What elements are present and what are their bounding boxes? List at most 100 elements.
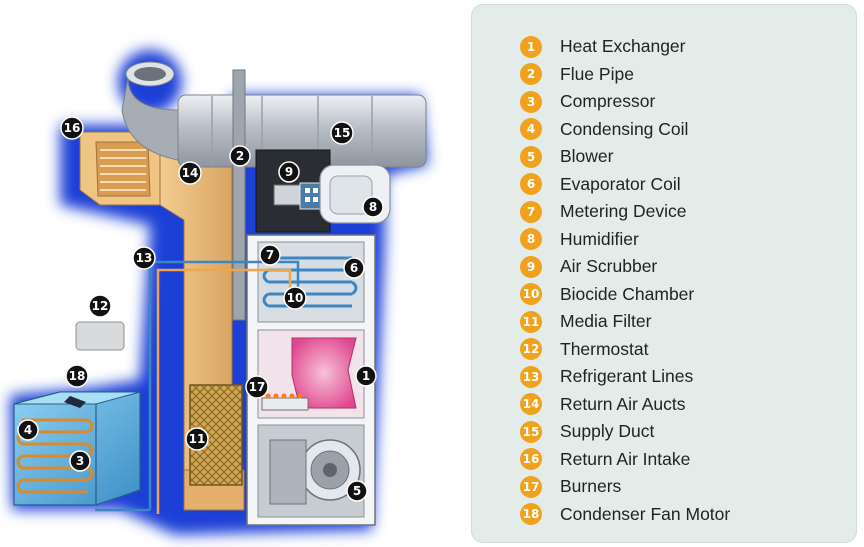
legend-label: Media Filter [560, 311, 652, 332]
legend-label: Blower [560, 146, 614, 167]
legend-number-badge: 18 [520, 503, 542, 526]
legend-number-badge: 7 [520, 200, 542, 223]
flue-pipe [232, 69, 246, 321]
legend-number-badge: 6 [520, 173, 542, 196]
callout-13: 13 [132, 246, 156, 270]
legend-label: Burners [560, 476, 622, 497]
svg-text:3: 3 [76, 454, 84, 468]
heat-exchanger [291, 337, 357, 409]
callout-9: 9 [278, 161, 300, 183]
legend-number-badge: 3 [520, 90, 542, 113]
legend-label: Return Air Aucts [560, 393, 686, 414]
svg-text:18: 18 [69, 369, 86, 383]
burners [261, 393, 309, 411]
legend-item: 10 Biocide Chamber [520, 281, 730, 309]
legend-number-badge: 11 [520, 310, 542, 333]
callout-2: 2 [229, 145, 251, 167]
legend-item: 7 Metering Device [520, 198, 730, 226]
refrigerant-lines [95, 260, 300, 514]
callout-16: 16 [60, 116, 84, 140]
legend-list: 1 Heat Exchanger 2 Flue Pipe 3 Compressor 4… [520, 33, 730, 528]
legend-item: 16 Return Air Intake [520, 446, 730, 474]
svg-text:12: 12 [92, 299, 109, 313]
svg-text:17: 17 [249, 380, 266, 394]
legend-label: Condenser Fan Motor [560, 503, 731, 524]
legend-item: 18 Condenser Fan Motor [520, 501, 730, 529]
legend-number-badge: 10 [520, 283, 542, 306]
callout-17: 17 [245, 375, 269, 399]
legend-item: 6 Evaporator Coil [520, 171, 730, 199]
callout-6: 6 [343, 257, 365, 279]
legend-item: 4 Condensing Coil [520, 116, 730, 144]
svg-text:11: 11 [189, 432, 206, 446]
legend-number-badge: 9 [520, 255, 542, 278]
legend-item: 15 Supply Duct [520, 418, 730, 446]
legend-label: Condensing Coil [560, 118, 689, 139]
legend-item: 13 Refrigerant Lines [520, 363, 730, 391]
svg-text:15: 15 [334, 126, 351, 140]
svg-text:2: 2 [236, 149, 244, 163]
legend-label: Humidifier [560, 228, 639, 249]
legend-item: 5 Blower [520, 143, 730, 171]
legend-label: Supply Duct [560, 421, 655, 442]
legend-number-badge: 15 [520, 420, 542, 443]
legend-number-badge: 2 [520, 63, 542, 86]
legend-number-badge: 17 [520, 475, 542, 498]
svg-text:6: 6 [350, 261, 358, 275]
legend-label: Thermostat [560, 338, 649, 359]
hvac-system-diagram: 1 2 3 4 5 6 7 8 9 10 11 12 13 14 15 16 1… [10, 50, 428, 535]
callout-18: 18 [65, 364, 89, 388]
callout-14: 14 [178, 161, 202, 185]
svg-text:14: 14 [182, 166, 199, 180]
svg-text:4: 4 [24, 423, 32, 437]
legend-label: Compressor [560, 91, 656, 112]
callout-4: 4 [17, 419, 39, 441]
condenser-unit [13, 391, 141, 506]
legend-number-badge: 4 [520, 118, 542, 141]
callout-7: 7 [259, 244, 281, 266]
legend-label: Return Air Intake [560, 448, 691, 469]
legend-item: 14 Return Air Aucts [520, 391, 730, 419]
callout-5: 5 [346, 480, 368, 502]
thermostat [75, 321, 125, 351]
legend-item: 1 Heat Exchanger [520, 33, 730, 61]
legend-item: 9 Air Scrubber [520, 253, 730, 281]
legend-label: Flue Pipe [560, 63, 634, 84]
svg-text:7: 7 [266, 248, 274, 262]
legend-label: Air Scrubber [560, 256, 658, 277]
legend-label: Refrigerant Lines [560, 366, 694, 387]
svg-text:1: 1 [362, 369, 370, 383]
legend-label: Biocide Chamber [560, 283, 695, 304]
legend-label: Metering Device [560, 201, 687, 222]
callout-3: 3 [69, 450, 91, 472]
svg-text:5: 5 [353, 484, 361, 498]
legend-label: Heat Exchanger [560, 36, 686, 57]
legend-item: 17 Burners [520, 473, 730, 501]
legend-number-badge: 1 [520, 35, 542, 58]
callout-10: 10 [283, 286, 307, 310]
legend-item: 8 Humidifier [520, 226, 730, 254]
svg-text:16: 16 [64, 121, 81, 135]
legend-item: 12 Thermostat [520, 336, 730, 364]
callout-8: 8 [362, 196, 384, 218]
blower [269, 439, 361, 505]
legend-number-badge: 8 [520, 228, 542, 251]
legend-number-badge: 12 [520, 338, 542, 361]
legend-item: 11 Media Filter [520, 308, 730, 336]
legend-number-badge: 5 [520, 145, 542, 168]
callout-15: 15 [330, 121, 354, 145]
legend-panel: 1 Heat Exchanger 2 Flue Pipe 3 Compressor 4… [471, 4, 857, 543]
svg-text:13: 13 [136, 251, 153, 265]
legend-item: 3 Compressor [520, 88, 730, 116]
svg-text:10: 10 [287, 291, 304, 305]
legend-label: Evaporator Coil [560, 173, 681, 194]
callout-11: 11 [185, 427, 209, 451]
svg-text:8: 8 [369, 200, 377, 214]
legend-number-badge: 16 [520, 448, 542, 471]
svg-text:9: 9 [285, 165, 293, 179]
callout-1: 1 [355, 365, 377, 387]
legend-number-badge: 14 [520, 393, 542, 416]
legend-number-badge: 13 [520, 365, 542, 388]
legend-item: 2 Flue Pipe [520, 61, 730, 89]
callout-12: 12 [88, 294, 112, 318]
